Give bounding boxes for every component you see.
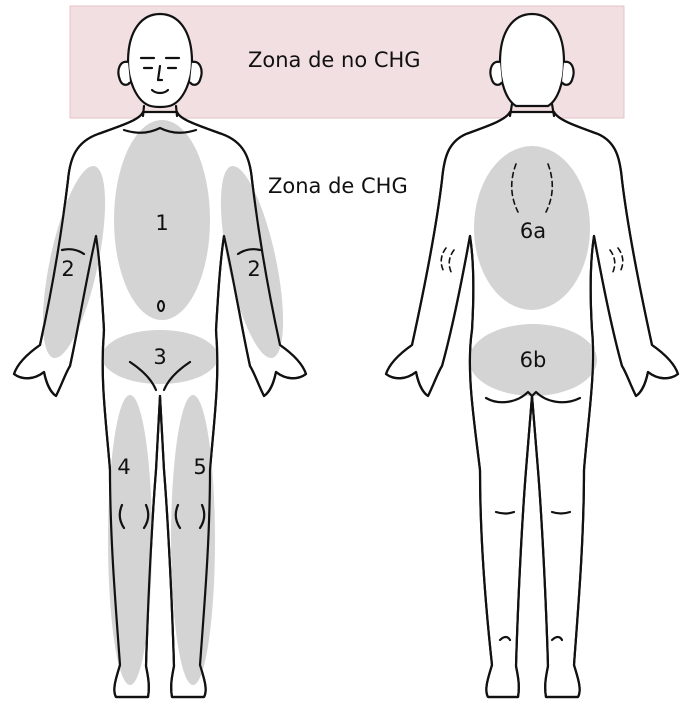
region-label-2-left: 2: [61, 257, 74, 281]
region-label-6b: 6b: [520, 348, 547, 372]
front-area-4: [108, 395, 152, 685]
region-label-1: 1: [155, 211, 168, 235]
region-label-5: 5: [193, 455, 206, 479]
region-label-3: 3: [153, 345, 166, 369]
chg-zone-label: Zona de CHG: [268, 174, 408, 198]
no-chg-zone-label: Zona de no CHG: [248, 48, 421, 72]
region-label-4: 4: [117, 455, 130, 479]
region-label-2-right: 2: [247, 257, 260, 281]
region-label-6a: 6a: [520, 219, 546, 243]
